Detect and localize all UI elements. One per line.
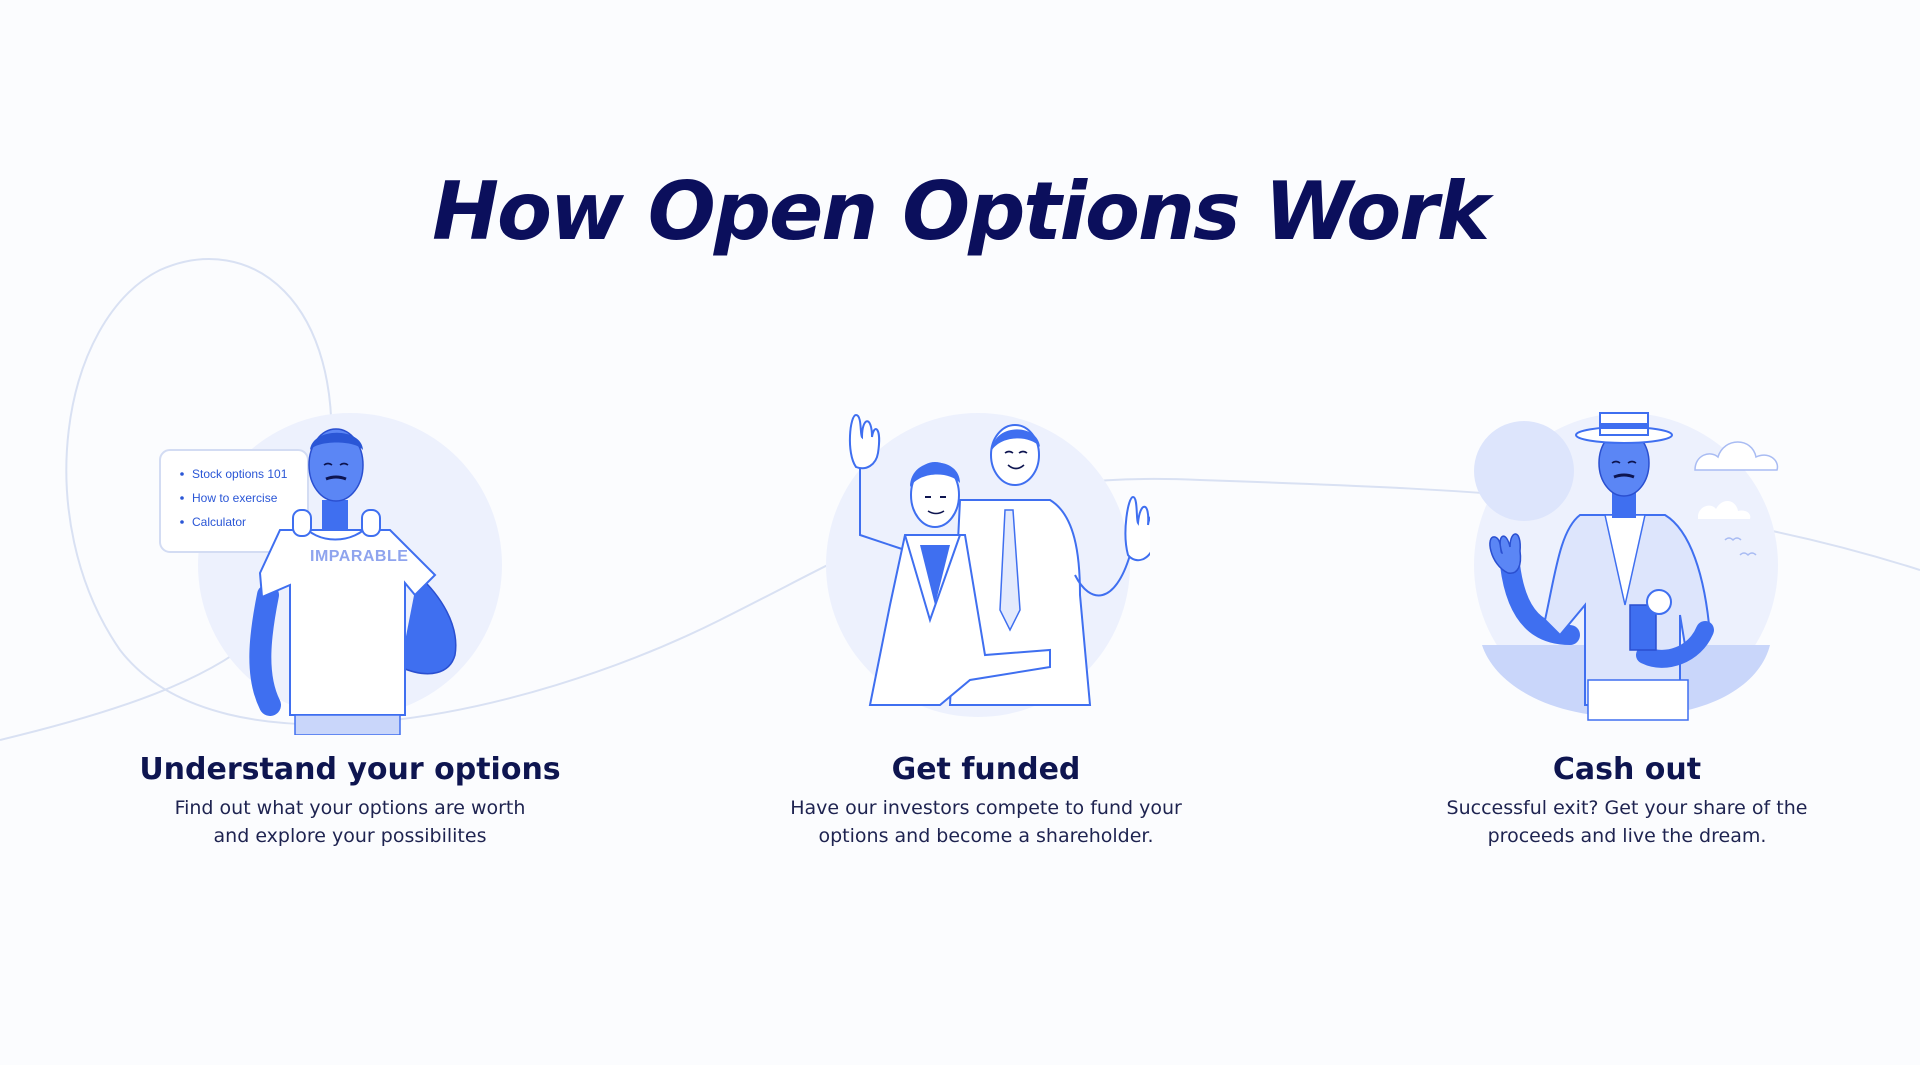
sun-icon xyxy=(1474,421,1574,521)
step-desc-line: Have our investors compete to fund your xyxy=(790,797,1182,819)
info-panel-item[interactable]: Calculator xyxy=(192,515,246,529)
step-desc-line: proceeds and live the dream. xyxy=(1487,825,1767,847)
step-desc-line: options and become a shareholder. xyxy=(818,825,1154,847)
step-title-get-funded: Get funded xyxy=(891,752,1081,787)
cloud-icon xyxy=(1698,500,1751,519)
step-desc-get-funded: Have our investors compete to fund your … xyxy=(706,794,1266,850)
info-panel-item[interactable]: How to exercise xyxy=(192,491,278,505)
illustration-understand: Stock options 101 How to exercise Calcul… xyxy=(159,413,502,735)
page-title: How Open Options Work xyxy=(432,165,1490,258)
person-in-hat xyxy=(1489,412,1714,721)
info-panel: Stock options 101 How to exercise Calcul… xyxy=(159,449,309,553)
step-desc-understand: Find out what your options are worth and… xyxy=(70,794,630,850)
step-desc-line: Successful exit? Get your share of the xyxy=(1446,797,1808,819)
step-title-cash-out: Cash out xyxy=(1552,752,1702,787)
lemon-icon xyxy=(1646,589,1672,615)
shirt-logo: IMPARABLE xyxy=(310,548,408,565)
info-panel-item[interactable]: Stock options 101 xyxy=(192,467,288,481)
step-desc-line: and explore your possibilites xyxy=(213,825,487,847)
person-with-headphones: IMPARABLE xyxy=(249,428,457,735)
straw-hat-icon xyxy=(1575,412,1673,444)
step-desc-cash-out: Successful exit? Get your share of the p… xyxy=(1347,794,1907,850)
illustration-cash-out xyxy=(1474,412,1779,721)
cloud-icon xyxy=(1694,441,1779,471)
illustration-get-funded xyxy=(826,413,1150,717)
step-desc-line: Find out what your options are worth xyxy=(174,797,526,819)
step-title-understand: Understand your options xyxy=(139,752,561,787)
person-waving-left xyxy=(849,413,1051,706)
